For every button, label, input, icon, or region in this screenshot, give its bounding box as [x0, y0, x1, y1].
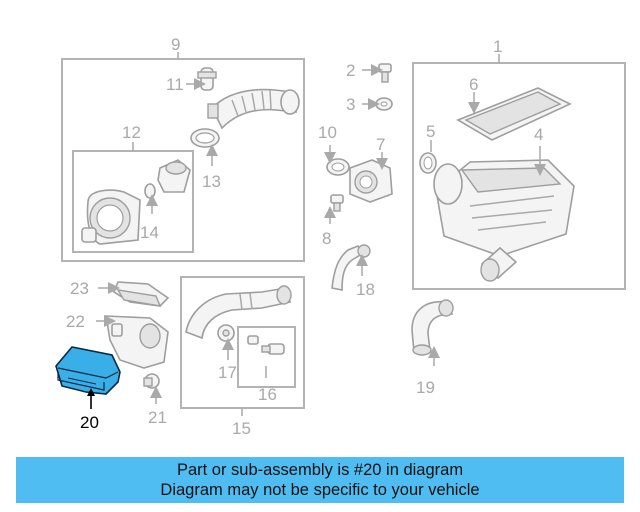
part-17-clip: [217, 324, 235, 342]
part-5-clamp: [419, 152, 437, 174]
part-11-fitting: [197, 67, 217, 91]
group-box-16: [237, 326, 296, 388]
callout-10[interactable]: 10: [318, 123, 337, 142]
callout-18[interactable]: 18: [356, 280, 375, 299]
callout-23[interactable]: 23: [70, 279, 89, 298]
part-13-clamp: [190, 128, 220, 148]
part-16-bolts: [247, 335, 285, 355]
part-21-bolt: [143, 373, 160, 389]
callout-4[interactable]: 4: [534, 125, 543, 144]
banner-line-2: Diagram may not be specific to your vehi…: [160, 481, 480, 499]
callout-5[interactable]: 5: [426, 122, 435, 141]
callout-7[interactable]: 7: [376, 135, 385, 154]
part-19-elbow-hose: [411, 299, 454, 356]
callout-8[interactable]: 8: [322, 229, 331, 248]
callout-22[interactable]: 22: [66, 312, 85, 331]
parts-diagram: 9 12 11 13 14 2: [55, 35, 626, 438]
info-banner: Part or sub-assembly is #20 in diagram D…: [16, 457, 624, 503]
callout-1[interactable]: 1: [493, 37, 502, 56]
callout-11[interactable]: 11: [166, 75, 184, 94]
part-intake-hose: [207, 88, 300, 130]
callout-17[interactable]: 17: [218, 363, 237, 382]
callout-12[interactable]: 12: [122, 123, 141, 142]
callout-3[interactable]: 3: [346, 95, 355, 114]
callout-19[interactable]: 19: [416, 378, 435, 397]
callout-6[interactable]: 6: [469, 75, 478, 94]
callout-16[interactable]: 16: [258, 385, 277, 404]
part-2-bolt: [378, 63, 392, 83]
part-6-air-filter-element: [456, 87, 572, 141]
part-14-o-ring: [144, 183, 156, 199]
part-12-throttle-adapter: [81, 189, 141, 245]
callout-20[interactable]: 20: [80, 413, 99, 432]
part-20-air-intake-duct-highlighted[interactable]: [55, 346, 121, 395]
part-23-duct-cover: [113, 281, 170, 307]
callout-2[interactable]: 2: [346, 61, 355, 80]
banner-line-1: Part or sub-assembly is #20 in diagram: [176, 461, 464, 479]
part-10-clamp: [326, 158, 350, 176]
part-3-grommet: [375, 97, 393, 111]
group-box-9: [61, 58, 305, 262]
part-12-connector: [157, 159, 191, 193]
part-air-cleaner-box: [433, 159, 575, 282]
part-22-resonator: [105, 315, 169, 369]
callout-14[interactable]: 14: [140, 223, 159, 242]
callout-15[interactable]: 15: [232, 419, 251, 438]
callout-21[interactable]: 21: [148, 408, 167, 427]
group-box-1: [412, 62, 626, 290]
part-8-screw: [330, 194, 344, 212]
callout-9[interactable]: 9: [171, 35, 180, 54]
part-15-air-duct: [185, 285, 292, 340]
part-7-mass-airflow-sensor: [349, 159, 393, 203]
callout-13[interactable]: 13: [202, 172, 221, 191]
